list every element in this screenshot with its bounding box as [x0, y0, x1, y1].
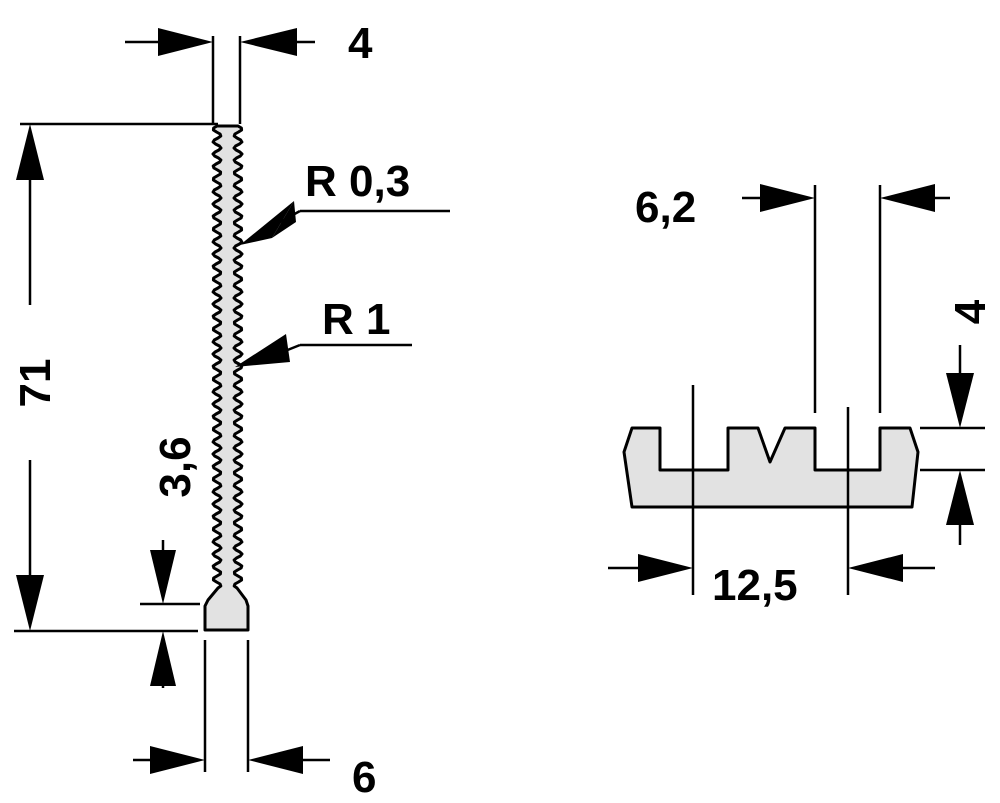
- dimension-fin-gap: 6,2: [635, 183, 696, 232]
- dimension-arrow-gap-left: [742, 184, 815, 212]
- leader-radius-small: [240, 201, 450, 245]
- dimension-arrow-gap-right: [880, 184, 950, 212]
- dimension-arrow-height-bottom: [16, 460, 44, 631]
- end-view: 6,2 4 12,5: [608, 183, 995, 610]
- side-view: 4 71 R 0,3 R 1: [11, 19, 450, 802]
- dimension-arrow-width-right: [848, 554, 935, 582]
- dimension-fin-depth: 4: [946, 299, 995, 324]
- leader-radius-large: [235, 334, 412, 367]
- dimension-height: 71: [11, 359, 60, 408]
- dimension-arrow-base-right: [248, 746, 330, 774]
- dimension-arrow-depth-bottom: [946, 470, 974, 545]
- dimension-arrow-depth-top: [946, 345, 974, 428]
- dimension-arrow-base-top: [150, 540, 176, 604]
- dimension-arrow-base-left: [133, 746, 205, 774]
- dimension-arrow-top-left: [125, 28, 213, 56]
- dimension-arrow-height-top: [16, 124, 44, 305]
- dimension-arrow-width-left: [608, 554, 693, 582]
- dimension-overall-width: 12,5: [712, 561, 798, 610]
- dimension-arrow-base-bottom: [150, 631, 176, 688]
- dimension-base-height: 3,6: [151, 436, 200, 497]
- strip-profile: [203, 124, 250, 632]
- dimension-top-width: 4: [348, 19, 373, 68]
- dimension-arrow-top-right: [240, 28, 315, 56]
- dimension-radius-large: R 1: [322, 295, 390, 344]
- dimension-radius-small: R 0,3: [305, 157, 410, 206]
- fin-profile: [622, 426, 920, 509]
- dimension-base-width: 6: [352, 753, 376, 802]
